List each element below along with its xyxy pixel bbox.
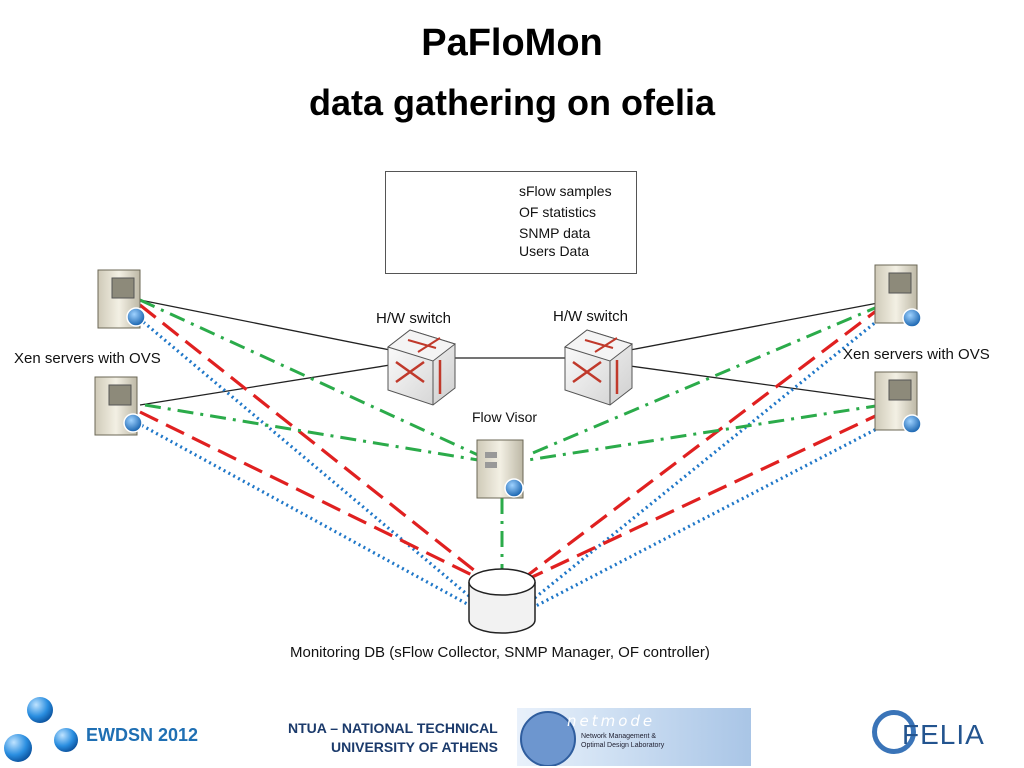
sflow-links: [131, 311, 891, 624]
monitoring-db-label: Monitoring DB (sFlow Collector, SNMP Man…: [290, 644, 710, 661]
xen-left-label: Xen servers with OVS: [14, 350, 161, 367]
netmode-subtitle: Network Management & Optimal Design Labo…: [581, 732, 664, 750]
hw-switch-2-label: H/W switch: [553, 308, 628, 325]
ntua-seal-icon: [520, 711, 576, 766]
snmp-links: [139, 303, 885, 580]
hw-switch-2: [563, 329, 634, 406]
ofelia-logo: FELIA: [872, 707, 1002, 763]
legend: sFlow samples OF statistics SNMP data Us…: [385, 171, 637, 274]
ofelia-o-icon: [872, 710, 916, 754]
xen-server-right-top: [874, 264, 922, 328]
of-statistics-links: [139, 298, 883, 570]
university-line-2: UNIVERSITY OF ATHENS: [331, 739, 498, 755]
legend-label-of: OF statistics: [519, 204, 597, 220]
ofelia-wordmark: FELIA: [902, 719, 985, 750]
event-label: EWDSN 2012: [86, 725, 199, 745]
legend-label-users: Users Data: [519, 243, 590, 259]
netmode-wordmark: netmode: [567, 712, 656, 730]
monitoring-db-cylinder: [468, 568, 536, 634]
xen-server-left-bottom: [94, 376, 143, 436]
flow-visor-server: [476, 439, 524, 499]
xen-right-label: Xen servers with OVS: [843, 346, 990, 363]
xen-server-left-top: [97, 269, 146, 329]
netmode-subtitle-line-2: Optimal Design Laboratory: [581, 742, 665, 749]
hw-switch-1-label: H/W switch: [376, 310, 451, 327]
slide-title: PaFloMon: [421, 22, 603, 64]
legend-label-snmp: SNMP data: [519, 225, 591, 241]
university-line-1: NTUA – NATIONAL TECHNICAL: [288, 720, 498, 736]
hw-switch-1: [386, 329, 457, 406]
users-data-links: [139, 299, 879, 406]
netmode-subtitle-line-1: Network Management &: [581, 733, 657, 740]
netmode-logo: netmode Network Management & Optimal Des…: [517, 708, 751, 766]
legend-label-sflow: sFlow samples: [519, 183, 612, 199]
slide-subtitle: data gathering on ofelia: [308, 82, 716, 123]
flow-visor-label: Flow Visor: [472, 409, 538, 425]
decorative-spheres: [4, 697, 78, 762]
xen-server-right-bottom: [874, 371, 922, 434]
